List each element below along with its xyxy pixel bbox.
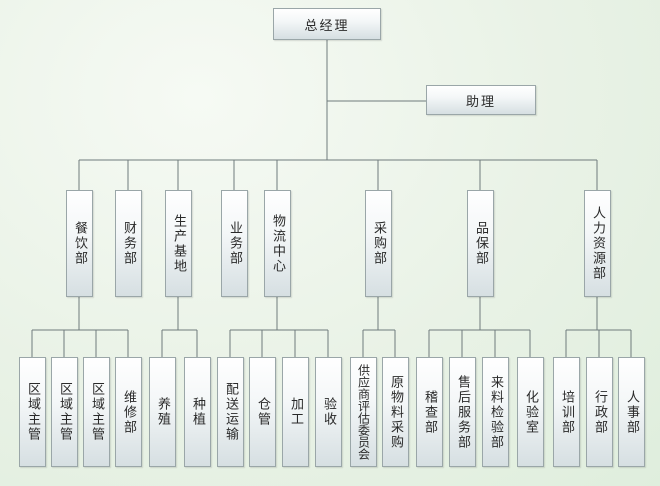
sub-audit: 稽查部 [416,357,443,467]
sub-supplier-committee: 供应商评估委员会 [350,357,377,467]
sub-laboratory: 化验室 [517,357,544,467]
sub-warehouse: 仓管 [249,357,276,467]
assistant-box: 助理 [426,85,536,115]
sub-regional-manager-3: 区域主管 [83,357,110,467]
dept-catering: 餐饮部 [66,190,93,297]
sub-incoming-inspection: 来料检验部 [482,357,509,467]
sub-personnel: 人事部 [618,357,645,467]
dept-business: 业务部 [221,190,248,297]
sub-inspection: 验收 [315,357,342,467]
dept-quality: 品保部 [467,190,494,297]
sub-breeding: 养殖 [149,357,176,467]
sub-distribution: 配送运输 [217,357,244,467]
sub-training: 培训部 [553,357,580,467]
ceo-box: 总经理 [273,8,381,40]
sub-planting: 种植 [184,357,211,467]
sub-processing: 加工 [282,357,309,467]
dept-logistics: 物流中心 [264,190,291,297]
sub-material-purchasing: 原物料采购 [382,357,409,467]
dept-purchasing: 采购部 [365,190,392,297]
dept-hr: 人力资源部 [584,190,611,297]
dept-finance: 财务部 [115,190,142,297]
sub-regional-manager-1: 区域主管 [19,357,46,467]
dept-production-base: 生产基地 [165,190,192,297]
sub-maintenance: 维修部 [115,357,142,467]
sub-regional-manager-2: 区域主管 [51,357,78,467]
sub-after-sales: 售后服务部 [449,357,476,467]
sub-administration: 行政部 [586,357,613,467]
